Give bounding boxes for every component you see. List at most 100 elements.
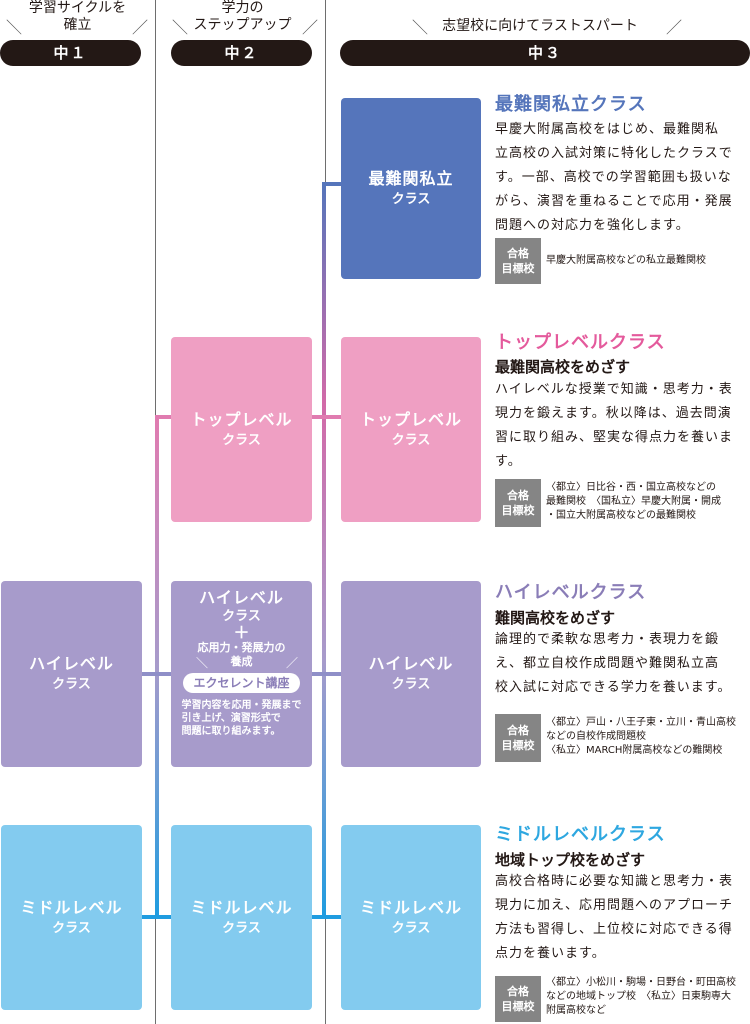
grade-label: 中２ <box>171 40 312 66</box>
target-school-text: 〈都立〉日比谷・西・国立高校などの 最難関校 〈国私立〉早慶大附属・開成 ・国立… <box>546 481 721 523</box>
class-box-g2-toplevel: トップレベル クラス <box>171 337 312 522</box>
slash-decoration: ＼ <box>172 18 189 37</box>
target-line: などの地域トップ校 〈私立〉日東駒専大 <box>546 991 731 1002</box>
class-box-title: トップレベル <box>359 409 462 429</box>
body-line: 高校合格時に必要な知識と思考力・表 <box>495 874 734 889</box>
target-label-line: 合格 <box>507 489 529 502</box>
excellent-note-line: 養成 <box>230 655 253 668</box>
body-line: 論理的で柔軟な思考力・表現力を鍛 <box>495 632 720 647</box>
target-label-line: 目標校 <box>501 1000 535 1013</box>
target-label-line: 目標校 <box>501 504 535 517</box>
target-label-line: 目標校 <box>501 739 535 752</box>
target-label-line: 合格 <box>507 985 529 998</box>
body-line: 習に取り組み、堅実な得点力を養いま <box>495 430 734 445</box>
body-line: す。 <box>495 454 522 469</box>
body-line: ハイレベルな授業で知識・思考力・表 <box>495 382 733 397</box>
caption-line: 確立 <box>63 17 92 33</box>
class-box-sub: クラス <box>52 920 91 936</box>
body-line: 早慶大附属高校をはじめ、最難関私 <box>495 122 720 137</box>
connector-branch <box>142 672 172 676</box>
description-body: ハイレベルな授業で知識・思考力・表 現力を鍛えます。秋以降は、過去問演 習に取り… <box>495 378 750 474</box>
body-line: 点力を養います。 <box>495 946 606 961</box>
excellent-desc-line: 引き上げ、演習形式で <box>181 713 281 724</box>
body-line: 現力に加え、応用問題へのアプローチ <box>495 898 734 913</box>
description-subtitle: 最難関高校をめざす <box>495 358 631 376</box>
column-caption: 志望校に向けてラストスパート <box>442 18 638 34</box>
slash-decoration: ＼ <box>412 18 429 37</box>
connector-branch <box>322 182 342 186</box>
target-school-text: 〈都立〉小松川・駒場・日野台・町田高校 などの地域トップ校 〈私立〉日東駒専大 … <box>546 976 736 1018</box>
description-title: 最難関私立クラス <box>495 94 647 115</box>
plus-sign: ＋ <box>233 623 250 642</box>
class-box-sub: クラス <box>52 677 91 692</box>
target-school-text: 早慶大附属高校などの私立最難関校 <box>546 255 706 266</box>
class-box-title: ミドルレベル <box>359 897 462 917</box>
grade-label: 中１ <box>0 40 141 66</box>
target-school-text: 〈都立〉戸山・八王子東・立川・青山高校 などの自校作成問題校 〈私立〉MARCH… <box>546 716 736 758</box>
caption-line: 学習サイクルを <box>28 0 127 16</box>
class-box-sub: クラス <box>222 432 261 448</box>
caption-line: 学力の <box>221 0 264 16</box>
slash-decoration: ／ <box>666 18 683 37</box>
description-body: 論理的で柔軟な思考力・表現力を鍛 え、都立自校作成問題や難関私立高 校入試に対応… <box>495 628 750 700</box>
excellent-course-badge: エクセレント講座 <box>183 673 300 693</box>
class-box-g2-highlevel-excellent: ハイレベル クラス ＋ 応用力・発展力の 養成 エクセレント講座 学習内容を応用… <box>171 581 312 767</box>
class-box-sub: クラス <box>391 677 431 692</box>
description-title: ハイレベルクラス <box>495 582 647 603</box>
class-box-sub: クラス <box>222 609 261 624</box>
slash-decoration: ／ <box>132 18 149 37</box>
target-line: 最難関校 〈国私立〉早慶大附属・開成 <box>546 496 721 507</box>
class-box-sub: クラス <box>391 920 431 936</box>
description-subtitle: 地域トップ校をめざす <box>495 851 646 869</box>
body-line: 方法も習得し、上位校に対応できる得 <box>495 922 733 937</box>
target-label-line: 合格 <box>507 247 529 260</box>
class-box-title: ハイレベル <box>29 654 114 673</box>
class-box-sub: クラス <box>222 920 261 936</box>
target-line: 〈私立〉MARCH附属高校などの難関校 <box>546 745 723 756</box>
class-box-title: ミドルレベル <box>190 897 293 917</box>
target-school-badge: 合格 目標校 <box>495 479 541 527</box>
connector-branch <box>155 415 172 419</box>
class-box-title: ミドルレベル <box>20 897 123 917</box>
connector-branch <box>142 915 172 919</box>
target-line: などの自校作成問題校 <box>546 731 646 742</box>
body-line: 現力を鍛えます。秋以降は、過去問演 <box>495 406 732 421</box>
target-label-line: 合格 <box>507 724 529 737</box>
class-box-g1-middlelevel: ミドルレベル クラス <box>1 825 142 1010</box>
connector-vertical-g2g3 <box>322 184 326 917</box>
slash-decoration: ／ <box>286 656 299 670</box>
description-title: ミドルレベルクラス <box>495 824 666 845</box>
connector-branch <box>312 915 342 919</box>
target-line: 〈都立〉日比谷・西・国立高校などの <box>546 482 716 493</box>
class-box-title: トップレベル <box>190 409 293 429</box>
excellent-desc-line: 問題に取り組みます。 <box>181 726 281 737</box>
target-school-badge: 合格 目標校 <box>495 238 541 284</box>
excellent-desc-line: 学習内容を応用・発展まで <box>181 700 302 711</box>
class-box-sub: クラス <box>391 191 431 207</box>
description-title: トップレベルクラス <box>495 332 666 353</box>
slash-decoration: ＼ <box>196 656 209 670</box>
class-box-g3-middlelevel: ミドルレベル クラス <box>341 825 481 1010</box>
class-box-g1-highlevel: ハイレベル クラス <box>1 581 142 767</box>
target-label-line: 目標校 <box>501 262 535 275</box>
body-line: 校入試に対応できる学力を養います。 <box>495 680 732 695</box>
body-line: がら、演習を重ねることで応用・発展 <box>495 194 733 209</box>
body-line: 立高校の入試対策に特化したクラスで <box>495 146 733 161</box>
body-line: 問題への対応力を強化します。 <box>495 218 690 233</box>
description-subtitle: 難関高校をめざす <box>495 609 616 627</box>
target-line: 附属高校など <box>546 1005 606 1016</box>
excellent-description: 学習内容を応用・発展まで 引き上げ、演習形式で 問題に取り組みます。 <box>182 699 302 738</box>
class-box-g3-highlevel: ハイレベル クラス <box>341 581 481 767</box>
target-line: 〈都立〉小松川・駒場・日野台・町田高校 <box>546 977 736 988</box>
grade-label: 中３ <box>340 40 750 66</box>
column-caption: 学習サイクルを 確立 <box>5 0 150 34</box>
description-body: 早慶大附属高校をはじめ、最難関私 立高校の入試対策に特化したクラスで す。一部、… <box>495 118 750 238</box>
connector-vertical-g1g2 <box>155 417 159 917</box>
slash-decoration: ＼ <box>6 18 23 37</box>
description-body: 高校合格時に必要な知識と思考力・表 現力に加え、応用問題へのアプローチ 方法も習… <box>495 870 750 966</box>
class-box-g3-toplevel: トップレベル クラス <box>341 337 481 522</box>
column-caption: 学力の ステップアップ <box>170 0 315 34</box>
class-box-sub: クラス <box>391 432 431 448</box>
connector-branch <box>312 415 342 419</box>
connector-branch <box>312 672 342 676</box>
